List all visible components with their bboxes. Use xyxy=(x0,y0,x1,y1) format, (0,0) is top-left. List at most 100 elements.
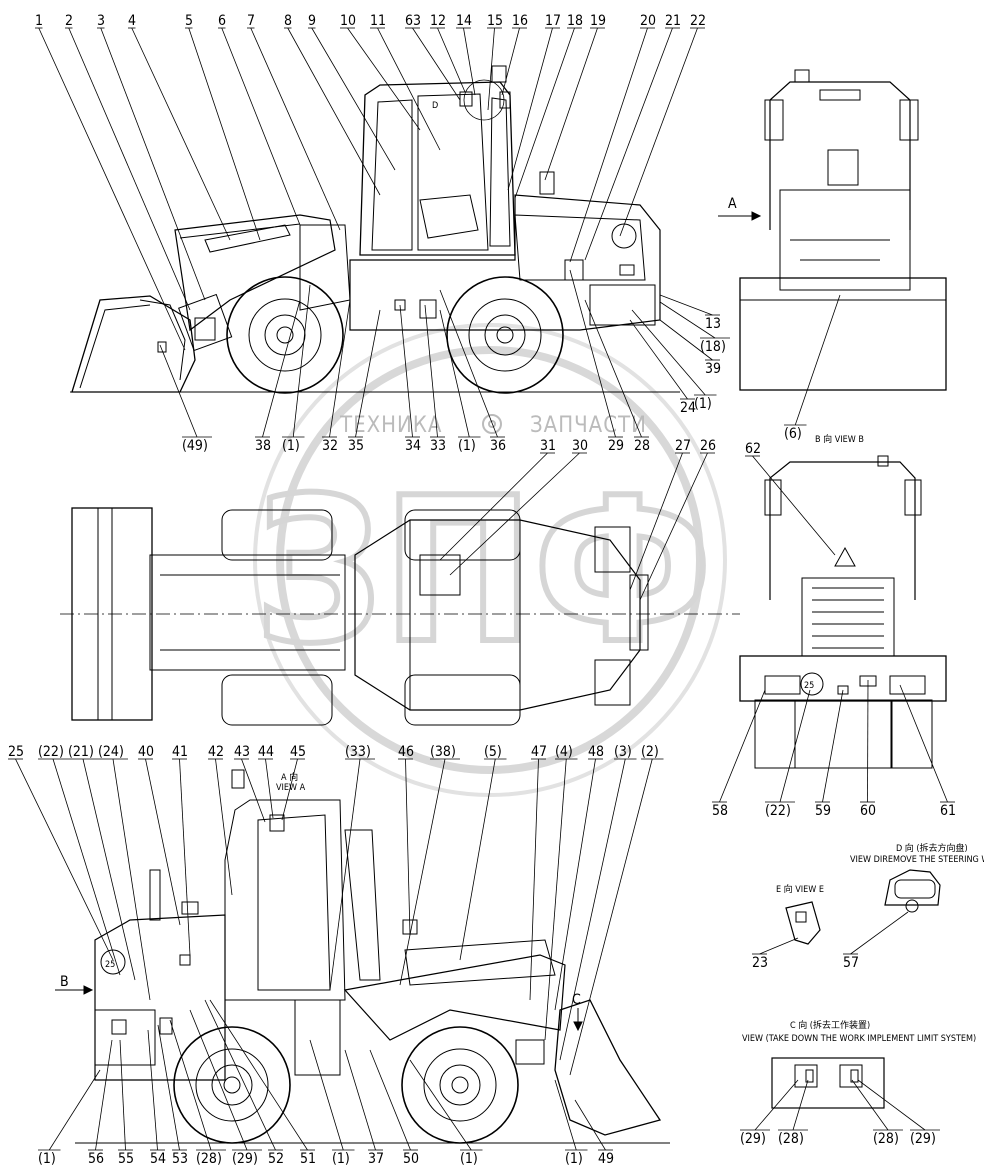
callout-leader-line xyxy=(584,299,642,438)
callout-leader-line xyxy=(629,452,683,591)
callout-leader-line xyxy=(68,27,191,311)
callout-lower_bottom-6: (29) xyxy=(232,1151,258,1167)
callout-leader-line xyxy=(899,684,948,803)
callout-lower_bottom-5: (28) xyxy=(196,1151,222,1167)
callout-leader-line xyxy=(759,937,799,955)
view-a-front xyxy=(739,69,947,391)
callout-mid_row-15: 27 xyxy=(675,438,691,454)
callout-leader-line xyxy=(179,758,191,956)
callout-leader-line xyxy=(215,758,233,896)
callout-leader-line xyxy=(754,1079,799,1131)
view-b-title: B 向 VIEW B xyxy=(815,433,864,445)
callout-lower_top-0: 25 xyxy=(8,744,24,760)
callout-leader-line xyxy=(82,758,136,981)
callout-top_row-7: 8 xyxy=(284,13,292,29)
view-a-arrow-label: A xyxy=(728,196,737,212)
callout-leader-line xyxy=(569,27,648,263)
callout-leader-line xyxy=(265,758,274,819)
callout-lower_bottom-9: (1) xyxy=(332,1151,350,1167)
callout-leader-line xyxy=(544,27,598,181)
callout-mid_row-9: 29 xyxy=(608,438,624,454)
callout-leader-line xyxy=(463,27,476,96)
callout-top_row-16: 17 xyxy=(545,13,561,29)
callout-leader-line xyxy=(344,1049,376,1151)
callout-leader-line xyxy=(38,27,186,351)
callout-leader-line xyxy=(52,758,121,976)
callout-leader-line xyxy=(569,269,616,438)
callout-lower_top-3: (24) xyxy=(98,744,124,760)
callout-leader-line xyxy=(112,758,151,1001)
callout-leader-line xyxy=(554,1079,577,1151)
plan-view xyxy=(60,507,740,726)
callout-lower_bottom-14: 49 xyxy=(598,1151,614,1167)
callout-leader-line xyxy=(439,309,470,438)
callout-leader-line xyxy=(188,27,261,241)
callout-lower_top-17: (3) xyxy=(614,744,632,760)
callout-top_row-0: 1 xyxy=(35,13,43,29)
view-b-arrow-label: B xyxy=(60,974,69,990)
callout-leader-line xyxy=(559,758,626,1061)
callout-leader-line xyxy=(752,455,836,556)
detail-view-d xyxy=(884,869,941,913)
callout-right_col-1: (18) xyxy=(700,339,726,355)
callout-leader-line xyxy=(794,294,841,426)
callout-leader-line xyxy=(399,758,446,986)
callout-leader-line xyxy=(369,1049,411,1151)
callout-lower_top-13: (5) xyxy=(484,744,502,760)
callout-leader-line xyxy=(544,758,567,1041)
detail-view-c xyxy=(771,1057,885,1109)
callout-side_views-4: (28) xyxy=(873,1131,899,1147)
callout-mid_row-16: 26 xyxy=(700,438,716,454)
callout-leader-line xyxy=(850,911,909,955)
callout-right_col-3: 24 xyxy=(680,400,696,416)
callout-leader-line xyxy=(424,304,438,438)
callout-top_row-9: 10 xyxy=(340,13,356,29)
callout-mid_row-3: 32 xyxy=(322,438,338,454)
callout-top_row-19: 20 xyxy=(640,13,656,29)
callout-leader-line xyxy=(629,319,688,400)
view-b-rear: 25 xyxy=(739,455,947,769)
callout-leader-line xyxy=(867,679,869,803)
callout-top_row-14: 15 xyxy=(487,13,503,29)
callout-leader-line xyxy=(241,758,266,823)
callout-leader-line xyxy=(309,1039,344,1151)
callout-leader-line xyxy=(131,27,231,241)
callout-leader-line xyxy=(145,758,181,926)
callout-top_row-18: 19 xyxy=(590,13,606,29)
view-d-title-en: VIEW DIREMOVE THE STEERING WHEEL) xyxy=(850,855,984,865)
callout-lower_bottom-2: 55 xyxy=(118,1151,134,1167)
callout-top_row-20: 21 xyxy=(665,13,681,29)
callout-side_views-0: 23 xyxy=(752,955,768,971)
callout-leader-line xyxy=(659,319,713,361)
callout-b_view-0: 58 xyxy=(712,803,728,819)
callout-lower_top-11: 46 xyxy=(398,744,414,760)
callout-lower_top-16: 48 xyxy=(588,744,604,760)
callout-lower_bottom-8: 51 xyxy=(300,1151,316,1167)
callout-leader-line xyxy=(487,27,495,111)
callout-mid_row-10: 28 xyxy=(634,438,650,454)
callout-leader-line xyxy=(412,27,461,101)
callout-mid_row-8: 36 xyxy=(490,438,506,454)
callout-leader-line xyxy=(439,452,548,561)
watermark: ЗПФ ТЕХНИКА ЗАПЧАСТИ xyxy=(252,323,727,797)
callout-lower_bottom-1: 56 xyxy=(88,1151,104,1167)
callout-leader-line xyxy=(659,301,716,339)
callout-mid_row-2: (1) xyxy=(282,438,300,454)
callout-leader-line xyxy=(221,27,301,226)
callout-lower_bottom-13: (1) xyxy=(565,1151,583,1167)
callout-leader-line xyxy=(329,299,351,438)
bottom-side-view: 25 xyxy=(75,769,670,1144)
callout-leader-line xyxy=(459,758,496,961)
callout-lower_top-1: (22) xyxy=(38,744,64,760)
callout-leader-line xyxy=(119,1039,126,1151)
callout-top_row-8: 9 xyxy=(308,13,316,29)
callout-leader-line xyxy=(501,27,520,96)
callout-leader-line xyxy=(159,344,198,438)
callout-lower_bottom-10: 37 xyxy=(368,1151,384,1167)
watermark-logo: ЗПФ xyxy=(255,455,712,688)
callout-leader-line xyxy=(857,1079,926,1131)
watermark-text-left: ТЕХНИКА xyxy=(339,413,442,438)
